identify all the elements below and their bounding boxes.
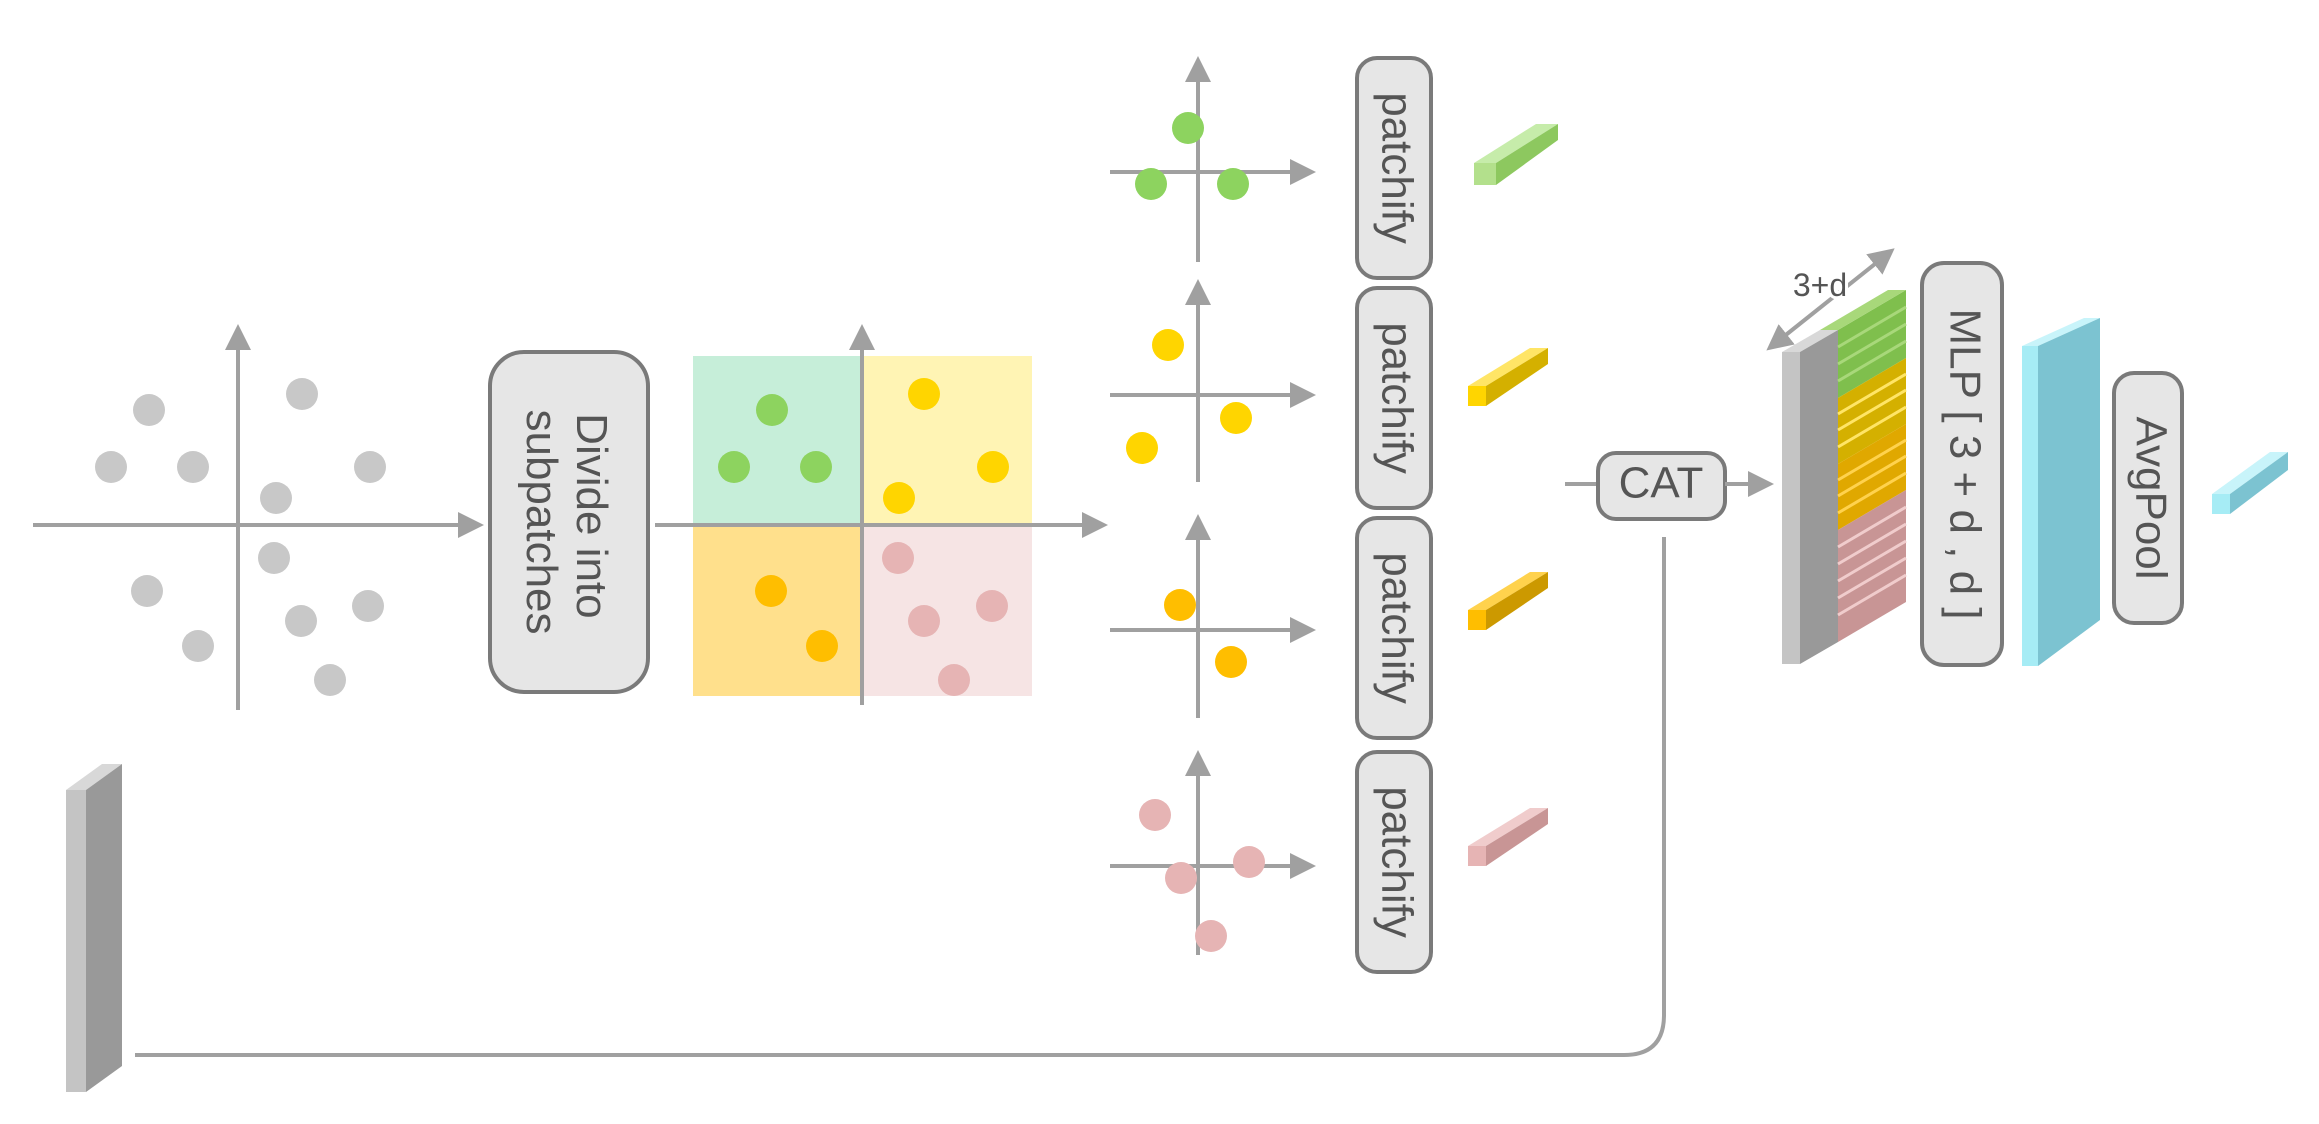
input-point-cloud — [33, 324, 484, 710]
point — [756, 394, 788, 426]
point — [1172, 112, 1204, 144]
input-points — [95, 378, 386, 696]
patchify-box-1: patchify — [1355, 56, 1433, 280]
cat-label: CAT — [1619, 459, 1704, 508]
feature-bar-orange — [1468, 572, 1548, 630]
feature-bar-green — [1474, 124, 1558, 185]
patchify-label: patchify — [1372, 92, 1421, 244]
divide-label-line1: Divide into — [567, 413, 616, 618]
concat-stack — [1782, 290, 1907, 664]
patchify-label: patchify — [1372, 552, 1421, 704]
cat-box: CAT — [1596, 451, 1727, 521]
point — [806, 630, 838, 662]
patchify-box-4: patchify — [1355, 750, 1433, 974]
quadrant-orange — [693, 524, 861, 696]
global-feature-bar — [66, 764, 122, 1092]
divide-box: Divide into subpatches — [488, 350, 650, 694]
patchify-box-3: patchify — [1355, 516, 1433, 740]
subplot-yellow — [1110, 279, 1316, 482]
point — [285, 605, 317, 637]
point — [977, 451, 1009, 483]
point — [908, 378, 940, 410]
mlp-output-bar — [2022, 318, 2100, 666]
point — [976, 590, 1008, 622]
mlp-label: MLP [ 3 + d , d ] — [1940, 308, 1989, 619]
point — [1215, 646, 1247, 678]
point — [354, 451, 386, 483]
point — [133, 394, 165, 426]
final-feature-bar — [2212, 452, 2288, 514]
subplot-green — [1110, 56, 1316, 262]
patchify-box-2: patchify — [1355, 286, 1433, 510]
avgpool-box: AvgPool — [2112, 371, 2184, 625]
concat-gray-face — [1782, 352, 1800, 664]
feature-bar-yellow — [1468, 348, 1548, 406]
point — [1233, 846, 1265, 878]
point — [800, 451, 832, 483]
dim-label: 3+d — [1793, 267, 1847, 303]
quadrant-points-pink — [882, 542, 1008, 696]
patchify-label: patchify — [1372, 786, 1421, 938]
quadrant-grid — [655, 324, 1108, 705]
subplot-pink — [1110, 750, 1316, 955]
point — [938, 664, 970, 696]
point — [883, 482, 915, 514]
avgpool-label: AvgPool — [2126, 416, 2175, 579]
feature-bar-pink — [1468, 808, 1548, 866]
point — [882, 542, 914, 574]
point — [718, 451, 750, 483]
point — [1135, 168, 1167, 200]
concat-orange-layers — [1837, 424, 1907, 530]
subplot-orange — [1110, 514, 1316, 718]
quadrant-points-orange — [755, 575, 838, 662]
dim-arrow — [1766, 248, 1895, 351]
mlp-box: MLP [ 3 + d , d ] — [1920, 261, 2004, 667]
point — [95, 451, 127, 483]
point — [1165, 862, 1197, 894]
point — [1220, 402, 1252, 434]
point — [1195, 920, 1227, 952]
point — [286, 378, 318, 410]
point — [177, 451, 209, 483]
point — [131, 575, 163, 607]
concat-yellow-layers — [1837, 358, 1907, 464]
patchify-label: patchify — [1372, 322, 1421, 474]
point — [260, 482, 292, 514]
quadrant-points-green — [718, 394, 832, 483]
divide-label-line2: subpatches — [517, 409, 566, 634]
point — [1164, 589, 1196, 621]
point — [1217, 168, 1249, 200]
concat-pink-layers — [1837, 490, 1907, 642]
quadrant-points-yellow — [883, 378, 1009, 514]
point — [182, 630, 214, 662]
svg-text:Divide into subpatches: Divide into subpatches — [517, 409, 616, 634]
point — [1139, 799, 1171, 831]
point — [1126, 432, 1158, 464]
point — [908, 605, 940, 637]
point — [352, 590, 384, 622]
point — [314, 664, 346, 696]
point — [258, 542, 290, 574]
point — [755, 575, 787, 607]
quadrant-green — [693, 356, 861, 524]
skip-connection-line — [135, 537, 1666, 1057]
point — [1152, 329, 1184, 361]
